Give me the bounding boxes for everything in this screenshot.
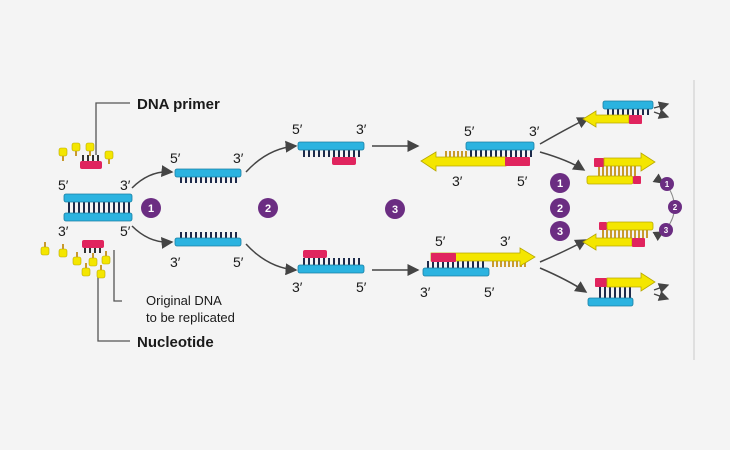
step-2-circle: 2	[258, 198, 278, 218]
extended-strand-top	[420, 141, 535, 172]
leader-lines	[95, 102, 130, 342]
original-dna-double-strand	[63, 193, 133, 222]
free-primer-top	[80, 155, 102, 169]
step-3-circle: 3	[385, 199, 405, 219]
arrow-branch-1	[539, 117, 590, 145]
repeat-step-2-circle: 2	[550, 198, 570, 218]
svg-text:2: 2	[673, 203, 678, 212]
arrow-denature-top	[131, 165, 174, 189]
arrow-branch-4	[539, 267, 588, 293]
free-nucleotides	[40, 142, 114, 279]
step-1-circle: 1	[141, 198, 161, 218]
svg-text:2: 2	[557, 203, 563, 215]
product-strand-4	[587, 272, 656, 307]
ext-bottom-3-end: 3′	[500, 233, 511, 249]
sep-bottom-5-end: 5′	[233, 254, 244, 270]
label-dna-primer: DNA primer	[137, 96, 220, 113]
arrow-branch-3	[539, 239, 588, 263]
label-original-dna-line2: to be replicated	[146, 310, 235, 325]
svg-text:3: 3	[392, 204, 398, 216]
ann-top-5-end: 5′	[292, 121, 303, 137]
svg-text:1: 1	[665, 180, 670, 189]
sep-top-3-end: 3′	[233, 150, 244, 166]
sep-bottom-3-end: 3′	[170, 254, 181, 270]
product-strand-1	[582, 100, 654, 128]
orig-top-5-end: 5′	[58, 177, 69, 193]
arrow-anneal-top	[245, 140, 298, 173]
svg-text:1: 1	[557, 178, 563, 190]
free-primer-bottom	[82, 240, 104, 253]
repeat-step-1-circle: 1	[550, 173, 570, 193]
ext-bottom-5-end: 5′	[435, 233, 446, 249]
cycle-step-1-circle: 1	[660, 177, 674, 191]
annealed-strand-bottom	[297, 250, 365, 274]
svg-text:2: 2	[265, 203, 271, 215]
annealed-strand-top	[297, 141, 365, 165]
label-original-dna-line1: Original DNA	[146, 293, 222, 308]
cycle-step-3-circle: 3	[659, 223, 673, 237]
sep-top-5-end: 5′	[170, 150, 181, 166]
arrow-branch-2	[539, 151, 586, 171]
extended-strand-bottom	[422, 247, 536, 277]
ext-bottom-lower-3-end: 3′	[420, 284, 431, 300]
product-strand-3	[582, 221, 654, 251]
label-nucleotide: Nucleotide	[137, 334, 214, 351]
separated-strand-bottom	[174, 232, 242, 247]
ext-bottom-lower-5-end: 5′	[484, 284, 495, 300]
orig-top-3-end: 3′	[120, 177, 131, 193]
ann-bottom-3-end: 3′	[292, 279, 303, 295]
ann-top-3-end: 3′	[356, 121, 367, 137]
orig-bottom-3-end: 3′	[58, 223, 69, 239]
svg-text:1: 1	[148, 203, 154, 215]
arrow-denature-bottom	[131, 225, 174, 249]
ext-top-lower-5-end: 5′	[517, 173, 528, 189]
ext-top-lower-3-end: 3′	[452, 173, 463, 189]
product-strand-2	[586, 152, 656, 185]
ext-top-3-end: 3′	[529, 123, 540, 139]
ext-top-5-end: 5′	[464, 123, 475, 139]
svg-text:3: 3	[557, 226, 563, 238]
cycle-step-2-circle: 2	[668, 200, 682, 214]
separated-strand-top	[174, 168, 242, 183]
repeat-step-3-circle: 3	[550, 221, 570, 241]
ann-bottom-5-end: 5′	[356, 279, 367, 295]
orig-bottom-5-end: 5′	[120, 223, 131, 239]
trailing-arrows	[652, 101, 670, 301]
arrow-anneal-bottom	[245, 243, 298, 276]
svg-text:3: 3	[664, 226, 669, 235]
